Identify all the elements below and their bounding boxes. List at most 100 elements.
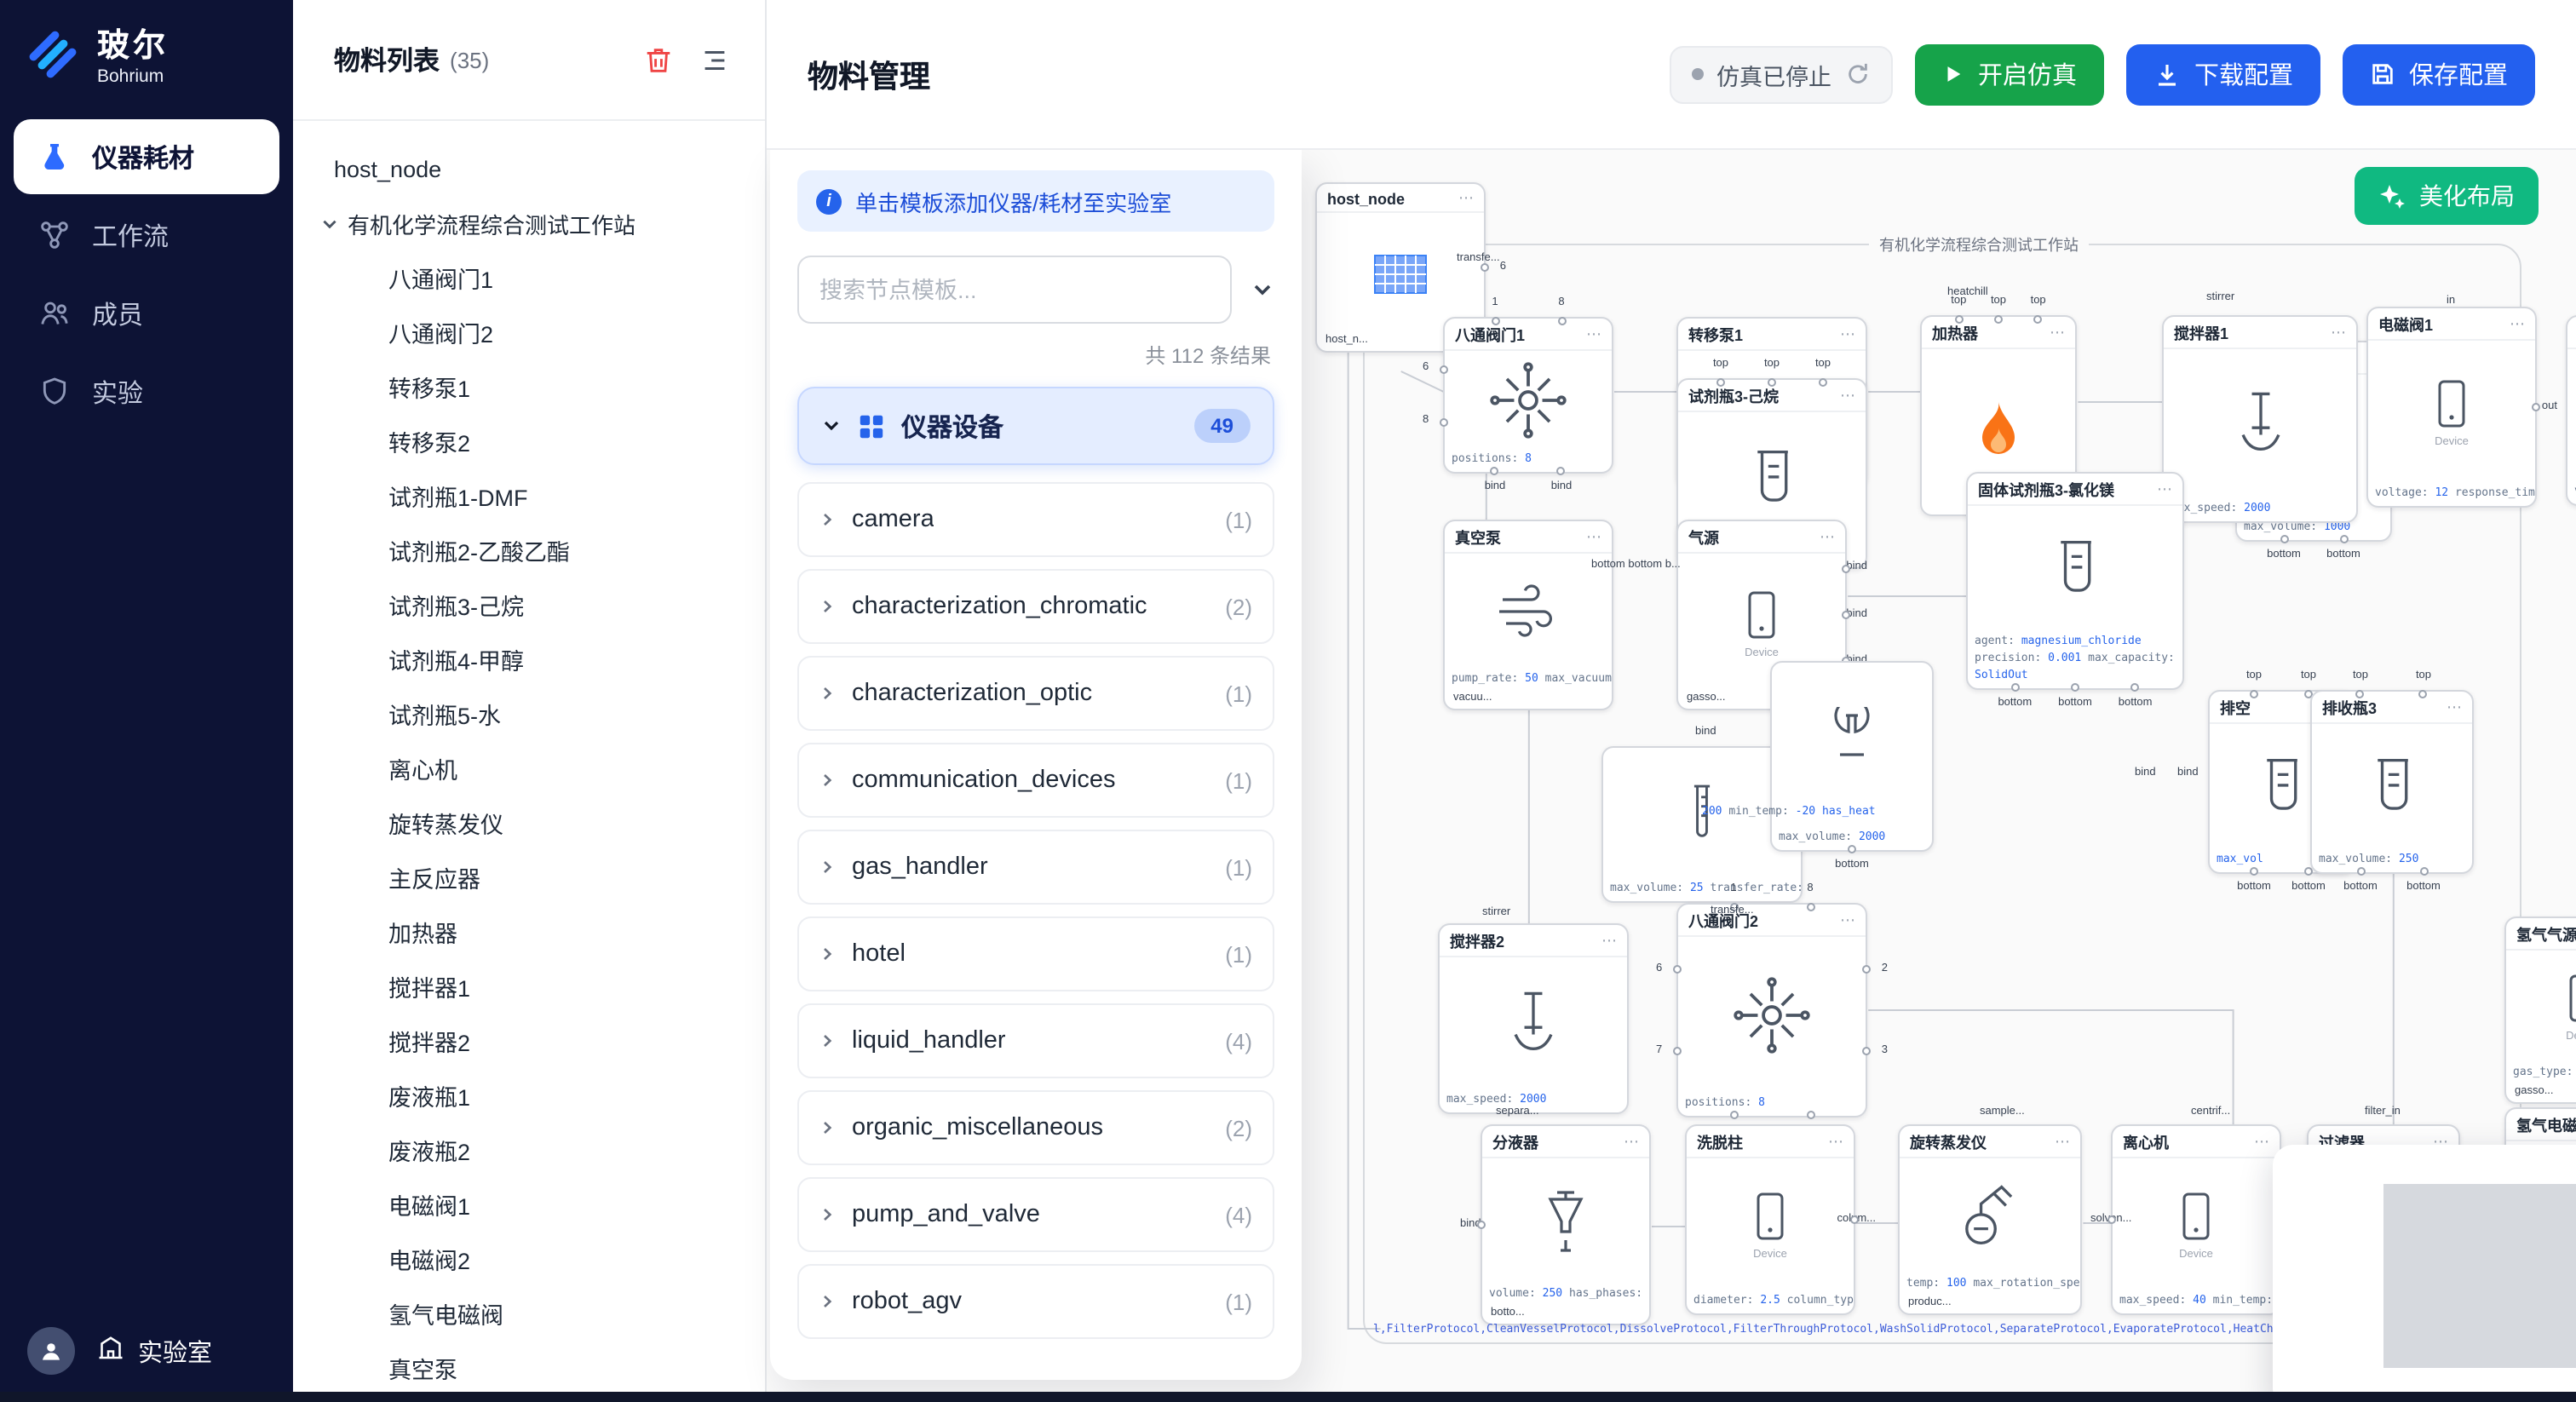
tree-item[interactable]: 电磁阀1 (388, 1194, 471, 1220)
node-menu-icon[interactable]: ⋯ (2157, 480, 2172, 497)
sidebar-item-instruments[interactable]: 仪器耗材 (14, 119, 279, 194)
refresh-icon[interactable] (1845, 61, 1871, 87)
category-row-liquid_handler[interactable]: liquid_handler(4) (797, 1003, 1274, 1078)
search-input[interactable] (797, 256, 1232, 324)
node-menu-icon[interactable]: ⋯ (2510, 315, 2525, 332)
tree-item[interactable]: 试剂瓶5-水 (388, 704, 502, 729)
node-menu-icon[interactable]: ⋯ (1458, 189, 1474, 206)
canvas-node[interactable]: 搅拌器2⋯max_speed: 2000 (1438, 923, 1629, 1114)
sidebar-item-workflow[interactable]: 工作流 (14, 198, 279, 273)
node-menu-icon[interactable]: ⋯ (2331, 324, 2346, 341)
node-menu-icon[interactable]: ⋯ (1828, 1133, 1843, 1150)
canvas-node[interactable]: host_node⋯host_n...6 (1315, 182, 1506, 353)
tree-item[interactable]: 氢气电磁阀 (388, 1303, 503, 1329)
tree-item[interactable]: 试剂瓶4-甲醇 (388, 649, 525, 675)
tree-item[interactable]: 搅拌器1 (388, 976, 471, 1002)
material-list-header: 物料列表 (35) (293, 0, 765, 121)
tree-group-workstation[interactable]: 有机化学流程综合测试工作站 (293, 196, 765, 250)
sidebar-item-experiments[interactable]: 实验 (14, 354, 279, 429)
section-instruments[interactable]: 仪器设备 49 (797, 387, 1274, 465)
node-title: 电磁阀1 (2378, 317, 2434, 334)
delete-trash-icon[interactable] (637, 39, 678, 80)
tree-item[interactable]: 搅拌器2 (388, 1031, 471, 1056)
status-dot-icon (1691, 68, 1703, 80)
canvas-label: bottom bottom b... (1591, 559, 1681, 571)
category-row-organic_miscellaneous[interactable]: organic_miscellaneous(2) (797, 1090, 1274, 1165)
tree-item[interactable]: 试剂瓶3-己烷 (388, 595, 525, 620)
canvas-node[interactable]: 旋转蒸发仪⋯temp: 100 max_rotation_speed:produ… (1898, 1124, 2082, 1315)
canvas-node[interactable]: 分液器⋯volume: 250 has_phases: truebotto...… (1460, 1124, 1651, 1325)
tree-item[interactable]: 主反应器 (388, 867, 480, 893)
tree-item[interactable]: 转移泵1 (388, 376, 471, 402)
tree-item[interactable]: 废液瓶1 (388, 1085, 471, 1111)
tree-item[interactable]: 加热器 (388, 922, 457, 947)
node-menu-icon[interactable]: ⋯ (1586, 528, 1601, 545)
node-menu-icon[interactable]: ⋯ (1624, 1133, 1639, 1150)
tree-item-host-node[interactable]: host_node (334, 156, 442, 181)
tree-item[interactable]: 旋转蒸发仪 (388, 813, 503, 838)
category-row-communication_devices[interactable]: communication_devices(1) (797, 743, 1274, 818)
node-menu-icon[interactable]: ⋯ (1586, 325, 1601, 342)
canvas-node[interactable]: 搅拌器1⋯max_speed: 2000 (2162, 315, 2358, 523)
category-row-pump_and_valve[interactable]: pump_and_valve(4) (797, 1177, 1274, 1252)
node-properties: pump_rate: 50 max_vacuum: 0.1 (1452, 670, 1612, 685)
canvas-node[interactable]: 八通阀门2⋯positions: 818672354 (1656, 883, 1888, 1135)
save-config-button[interactable]: 保存配置 (2343, 43, 2535, 105)
tree-item[interactable]: 试剂瓶2-乙酸乙酯 (388, 540, 571, 566)
node-properties: diameter: 2.5 column_type: si (1693, 1292, 1854, 1307)
category-row-characterization_optic[interactable]: characterization_optic(1) (797, 656, 1274, 731)
collapse-panel-icon[interactable] (1251, 278, 1274, 302)
node-menu-icon[interactable]: ⋯ (2055, 1133, 2070, 1150)
node-menu-icon[interactable]: ⋯ (2447, 698, 2462, 715)
page-header: 物料管理 仿真已停止 开启仿真 (767, 0, 2576, 150)
node-menu-icon[interactable]: ⋯ (1840, 911, 1855, 928)
tree-item[interactable]: 八通阀门1 (388, 267, 494, 293)
tree-item[interactable]: 真空泵 (388, 1358, 457, 1383)
tree-item[interactable]: 八通阀门2 (388, 322, 494, 348)
info-icon: i (816, 188, 842, 214)
node-menu-icon[interactable]: ⋯ (1820, 528, 1835, 545)
download-config-button[interactable]: 下载配置 (2126, 43, 2320, 105)
chevron-down-icon (320, 214, 339, 233)
node-menu-icon[interactable]: ⋯ (1840, 387, 1855, 404)
tree-item[interactable]: 废液瓶2 (388, 1140, 471, 1165)
chevron-right-icon (819, 1032, 837, 1049)
tree-item[interactable]: 转移泵2 (388, 431, 471, 457)
minimap[interactable] (2273, 1145, 2576, 1402)
node-menu-icon[interactable]: ⋯ (2050, 324, 2065, 341)
node-menu-icon[interactable]: ⋯ (2254, 1133, 2269, 1150)
tree-item[interactable]: 试剂瓶1-DMF (388, 486, 528, 511)
canvas-node[interactable]: max_volume: 25 transfer_rate: 10 (1601, 746, 1803, 903)
node-menu-icon[interactable]: ⋯ (1601, 932, 1617, 949)
category-row-hotel[interactable]: hotel(1) (797, 916, 1274, 991)
start-simulation-button[interactable]: 开启仿真 (1915, 43, 2104, 105)
lab-link[interactable]: 实验室 (95, 1332, 212, 1370)
simulation-status[interactable]: 仿真已停止 (1669, 45, 1893, 103)
port: top (2246, 670, 2262, 698)
tree-item[interactable]: 离心机 (388, 758, 457, 784)
category-row-characterization_chromatic[interactable]: characterization_chromatic(2) (797, 569, 1274, 644)
minimap-viewport[interactable] (2383, 1184, 2576, 1368)
beautify-layout-button[interactable]: 美化布局 (2355, 167, 2539, 225)
node-menu-icon[interactable]: ⋯ (1840, 325, 1855, 342)
avatar[interactable] (27, 1327, 75, 1375)
category-row-camera[interactable]: camera(1) (797, 482, 1274, 557)
category-row-robot_agv[interactable]: robot_agv(1) (797, 1264, 1274, 1339)
port: 8 (1806, 883, 1814, 911)
list-options-icon[interactable] (693, 39, 734, 80)
canvas-node[interactable]: 真空泵⋯pump_rate: 50 max_vacuum: 0.1vacuu..… (1443, 520, 1613, 710)
category-row-gas_handler[interactable]: gas_handler(1) (797, 830, 1274, 905)
node-properties: volume: 250 has_phases: true (1489, 1285, 1649, 1300)
port: top (1991, 296, 2006, 323)
tree-item[interactable]: 电磁阀2 (388, 1249, 471, 1274)
sidebar-item-members[interactable]: 成员 (14, 276, 279, 351)
